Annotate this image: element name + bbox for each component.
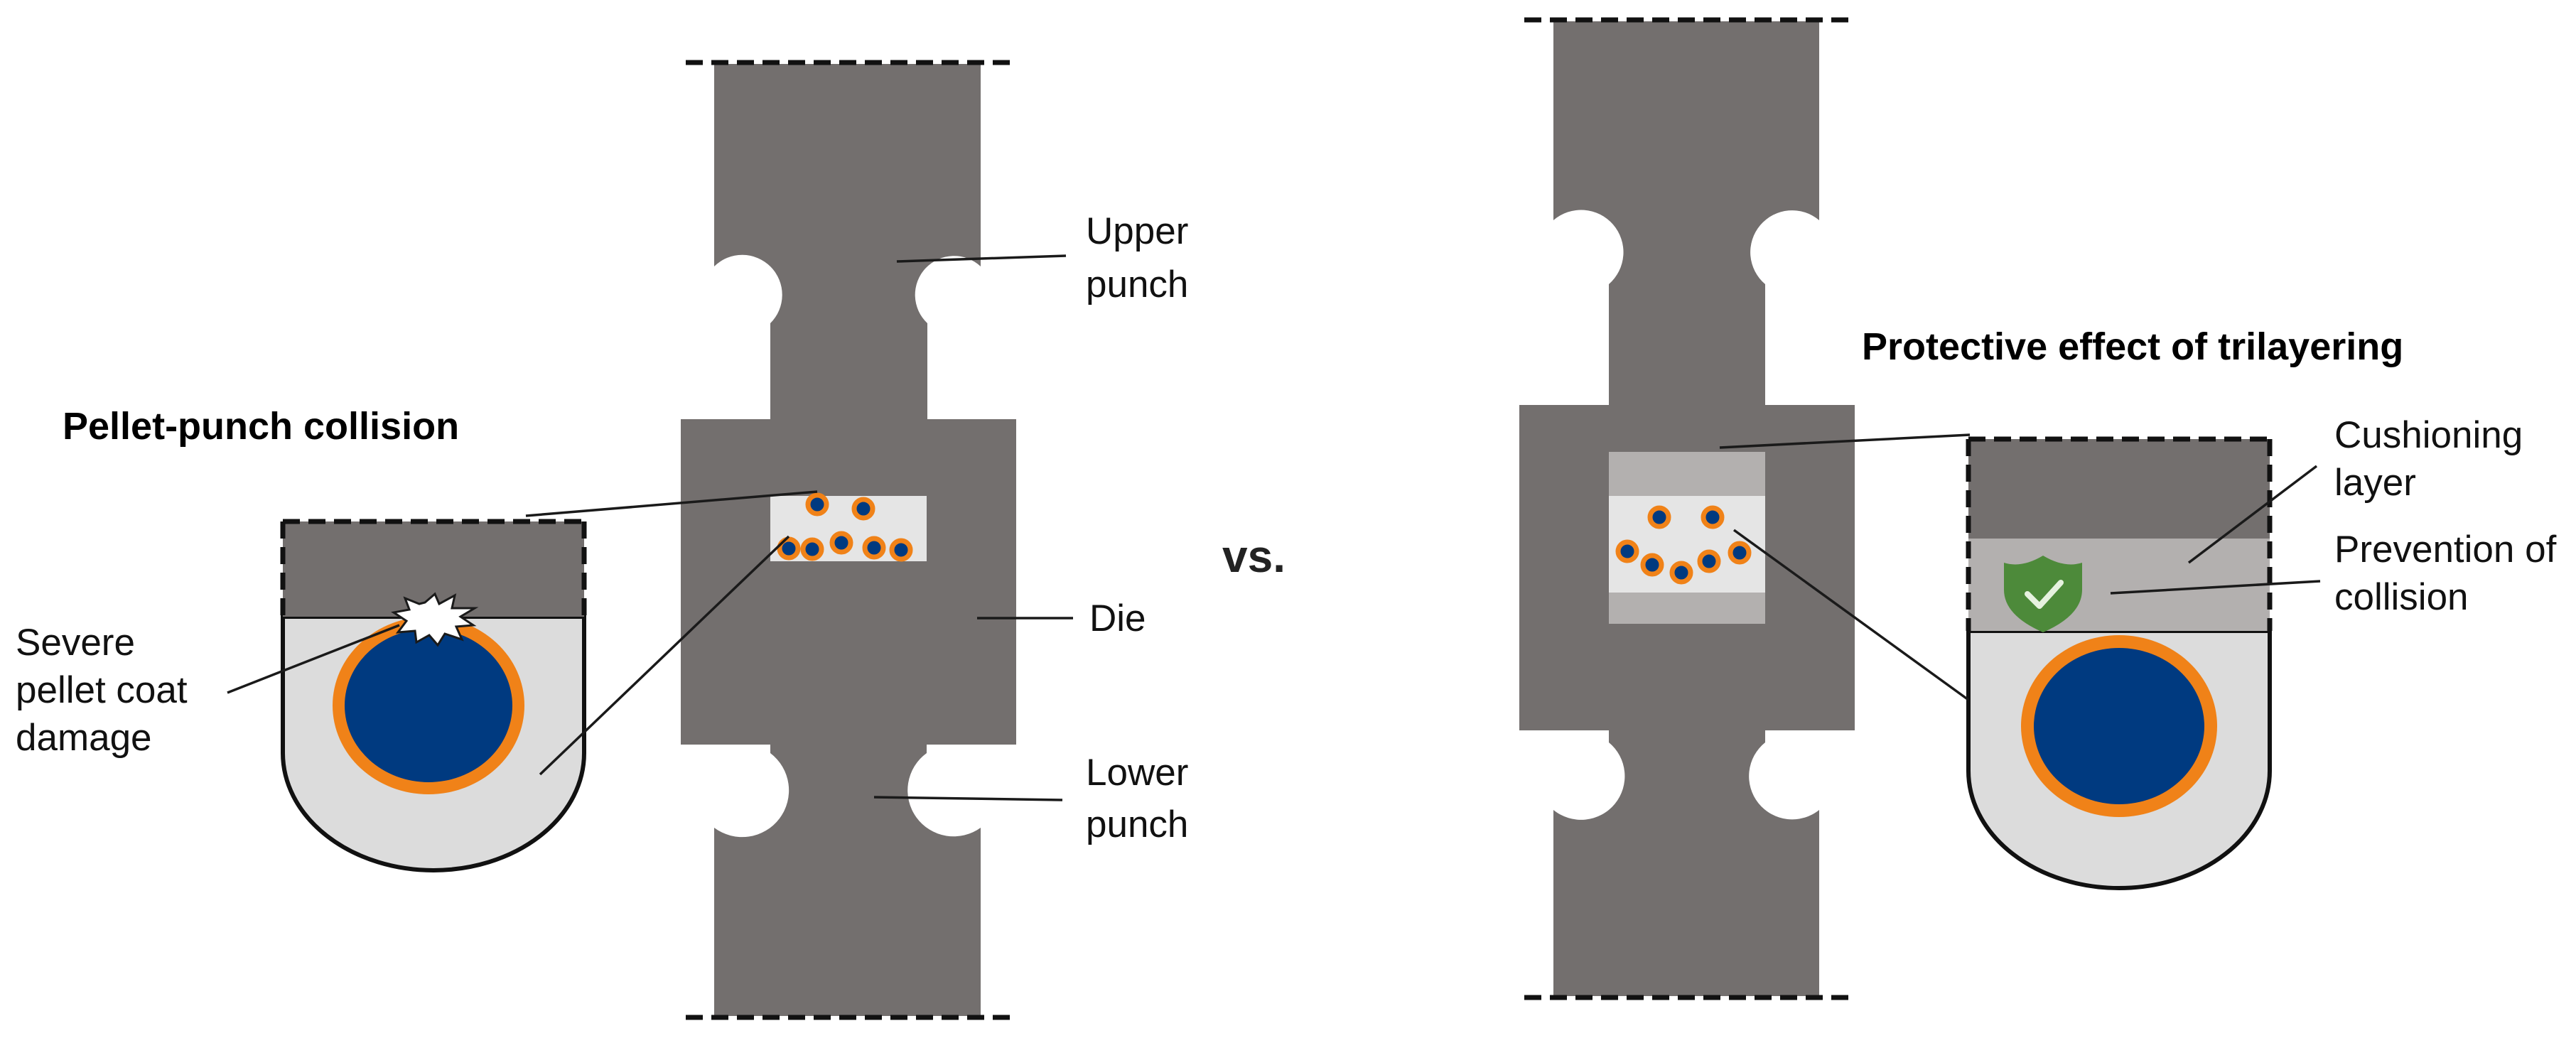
pellet bbox=[1669, 561, 1693, 585]
die-label: Die bbox=[1089, 598, 1146, 639]
pellet bbox=[1615, 539, 1639, 563]
shield-check-icon bbox=[2004, 556, 2082, 632]
severe-damage-label-line3: damage bbox=[16, 717, 152, 759]
right-cushioning-layer-bottom bbox=[1609, 593, 1765, 624]
lower-punch-label-line2: punch bbox=[1086, 804, 1188, 845]
cushioning-layer-label-line2: layer bbox=[2334, 462, 2416, 504]
pellet bbox=[889, 538, 913, 562]
lower-punch-leader bbox=[873, 796, 1063, 801]
left-inset-pellet-core bbox=[345, 629, 512, 782]
left-press bbox=[681, 60, 1016, 1020]
left-title: Pellet-punch collision bbox=[63, 405, 459, 448]
prevention-label-line2: collision bbox=[2334, 576, 2469, 618]
left-inset-leader-top bbox=[525, 490, 818, 517]
severe-damage-label-line1: Severe bbox=[16, 622, 135, 664]
left-die-left-block bbox=[681, 419, 770, 745]
vs-label: vs. bbox=[1222, 531, 1286, 582]
pellet bbox=[777, 536, 801, 561]
pellet bbox=[1647, 505, 1671, 529]
upper-punch-label-line1: Upper bbox=[1086, 210, 1188, 252]
right-inset-leader-top bbox=[1719, 433, 1971, 449]
cushioning-layer-label-line1: Cushioning bbox=[2334, 414, 2523, 456]
right-pellets bbox=[1615, 505, 1752, 585]
pellet bbox=[829, 531, 853, 555]
right-lower-punch bbox=[1553, 624, 1819, 996]
right-title: Protective effect of trilayering bbox=[1862, 325, 2403, 368]
right-upper-punch bbox=[1553, 21, 1819, 452]
left-inset-leader-bottom bbox=[539, 535, 790, 776]
upper-punch-label-line2: punch bbox=[1086, 264, 1188, 306]
pellet bbox=[1701, 505, 1725, 529]
upper-punch-leader bbox=[896, 254, 1067, 263]
right-die-left-block bbox=[1519, 405, 1609, 730]
severe-damage-leader bbox=[227, 624, 400, 694]
pellet bbox=[862, 536, 886, 560]
lower-punch-label-line1: Lower bbox=[1086, 752, 1188, 794]
pellet bbox=[805, 492, 829, 517]
right-inset-leader-bottom bbox=[1732, 529, 1970, 701]
left-die-right-block bbox=[927, 419, 1016, 745]
left-pellets bbox=[777, 492, 913, 562]
prevention-leader bbox=[2110, 580, 2321, 595]
pellet bbox=[1697, 549, 1721, 573]
left-inset-zoom bbox=[280, 519, 587, 872]
pellet bbox=[800, 537, 824, 561]
prevention-label-line1: Prevention of bbox=[2334, 529, 2557, 571]
right-die-right-block bbox=[1765, 405, 1855, 730]
left-lower-punch bbox=[714, 561, 981, 1016]
right-inset-zoom bbox=[1966, 436, 2273, 890]
pellet bbox=[1640, 553, 1664, 577]
cushioning-layer-leader bbox=[2187, 465, 2318, 564]
pellet bbox=[1728, 541, 1752, 565]
severe-damage-label-line2: pellet coat bbox=[16, 669, 188, 711]
collision-burst-icon bbox=[391, 592, 479, 647]
right-inset-punch-face bbox=[1968, 439, 2270, 539]
right-press bbox=[1519, 17, 1855, 1000]
pellet bbox=[851, 497, 875, 521]
right-cushioning-layer-top bbox=[1609, 452, 1765, 496]
left-upper-punch bbox=[714, 64, 981, 496]
right-inset-pellet-core bbox=[2034, 648, 2204, 804]
